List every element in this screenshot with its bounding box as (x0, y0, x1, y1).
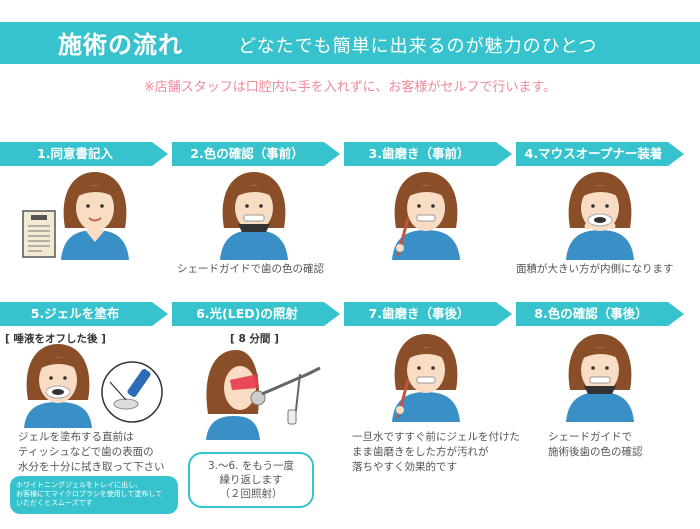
step-2-tag: 2.色の確認（事前） (172, 142, 342, 166)
woman-led-light-illustration (206, 350, 321, 440)
header-banner: 施術の流れ どなたでも簡単に出来るのが魅力のひとつ (0, 22, 700, 64)
step-4-caption: 面積が大きい方が内側になります (516, 263, 674, 275)
step-3-label: 3.歯磨き（事前） (368, 146, 470, 161)
woman-brushing-illustration (392, 172, 460, 260)
step-7-tag: 7.歯磨き（事後） (344, 302, 514, 326)
step-6-bracket-note: [ 8 分間 ] (230, 333, 279, 345)
step-2-label: 2.色の確認（事前） (190, 146, 304, 161)
step-8-label: 8.色の確認（事後） (534, 306, 648, 321)
step-3-tag: 3.歯磨き（事前） (344, 142, 514, 166)
step-1-tag: 1.同意書記入 (0, 142, 170, 166)
woman-brushing-after-illustration (392, 334, 460, 422)
document-icon (22, 210, 56, 258)
woman-shade-guide-after-illustration (566, 334, 634, 422)
step-5-caption: ジェルを塗布する直前は ティッシュなどで歯の表面の 水分を十分に拭き取って下さい (18, 431, 165, 474)
repeat-note-box: 3.〜6. をもう一度 繰り返します （２回照射） (188, 452, 314, 508)
page-title: 施術の流れ (58, 31, 183, 59)
woman-mouth-opener-illustration (566, 172, 634, 260)
step-8-caption: シェードガイドで 施術後歯の色の確認 (548, 431, 643, 459)
step-7-label: 7.歯磨き（事後） (368, 306, 470, 321)
page-subtitle: どなたでも簡単に出来るのが魅力のひとつ (238, 36, 598, 57)
staff-notice: ※店舗スタッフは口腔内に手を入れずに、お客様がセルフで行います。 (143, 80, 557, 95)
step-4-label: 4.マウスオープナー装着 (524, 146, 663, 161)
step-5-label: 5.ジェルを塗布 (30, 306, 120, 321)
arrow-tag-shape (172, 302, 340, 326)
step-6-tag: 6.光(LED)の照射 (172, 302, 342, 326)
arrow-tag-shape (516, 142, 684, 166)
arrow-tag-shape (344, 302, 512, 326)
gel-tip-box: ホワイトニングジェルをトレイに出し、 お客様にてマイクロブラシを使用して塗布して… (10, 476, 178, 514)
woman-shade-guide-illustration (220, 172, 288, 260)
arrow-tag-shape (516, 302, 684, 326)
step-5-tag: 5.ジェルを塗布 (0, 302, 170, 326)
woman-gel-illustration (24, 344, 92, 428)
arrow-tag-shape (0, 302, 168, 326)
arrow-tag-shape (0, 142, 168, 166)
step-1-label: 1.同意書記入 (37, 146, 113, 161)
gel-application-icon (101, 361, 163, 423)
woman-smiling-illustration (61, 172, 129, 260)
arrow-tag-shape (344, 142, 512, 166)
step-7-caption: 一旦水ですすぐ前にジェルを付けた まま歯磨きをした方が汚れが 落ちやすく効果的で… (352, 431, 520, 474)
step-8-tag: 8.色の確認（事後） (516, 302, 686, 326)
step-4-tag: 4.マウスオープナー装着 (516, 142, 686, 166)
step-2-caption: シェードガイドで歯の色の確認 (177, 263, 324, 275)
step-6-label: 6.光(LED)の照射 (196, 306, 298, 321)
step-5-bracket-note: [ 唾液をオフした後 ] (5, 333, 106, 345)
arrow-tag-shape (172, 142, 340, 166)
